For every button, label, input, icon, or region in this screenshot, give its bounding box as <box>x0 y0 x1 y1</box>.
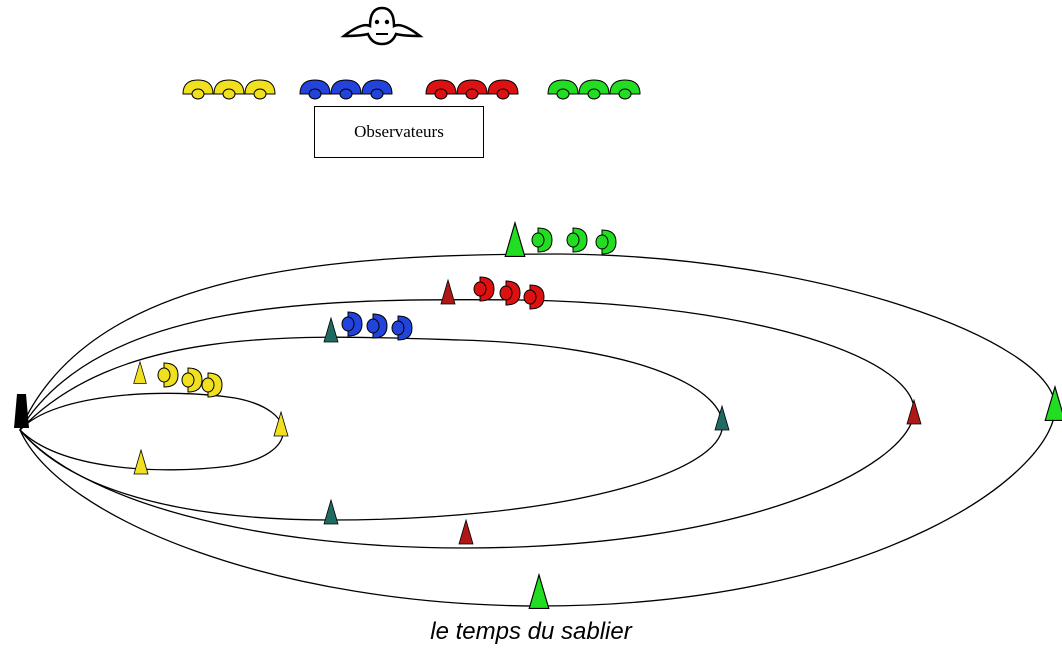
observer-row <box>182 79 641 100</box>
orbit-blue <box>19 336 724 521</box>
traveler-green-icon <box>566 227 588 253</box>
traveler-green-icon <box>531 227 553 253</box>
observer-yellow-icon <box>182 79 214 100</box>
observer-yellow-icon <box>213 79 245 100</box>
observer-blue-icon <box>361 79 393 100</box>
traveler-red-icon <box>499 280 521 306</box>
observer-green-icon <box>609 79 641 100</box>
observers-label: Observateurs <box>314 106 484 158</box>
traveler-yellow-icon <box>201 372 223 398</box>
observer-red-icon <box>487 79 519 100</box>
hourglass-dark_red-icon <box>440 279 456 305</box>
traveler-red-icon <box>473 276 495 302</box>
orbit-yellow <box>19 392 284 471</box>
observer-yellow-icon <box>244 79 276 100</box>
hourglass-teal-icon <box>323 317 339 343</box>
hourglass-teal-icon <box>323 499 339 525</box>
hourglass-green-icon <box>1044 386 1062 421</box>
hourglass-green-icon <box>528 574 550 609</box>
hourglass-dark_red-icon <box>458 519 474 545</box>
traveler-blue-icon <box>391 315 413 341</box>
hourglass-yellow-icon <box>133 449 149 475</box>
figure-caption: le temps du sablier <box>430 618 632 645</box>
traveler-blue-icon <box>341 311 363 337</box>
hourglass-markers <box>133 222 1062 609</box>
origin-marker <box>14 394 29 428</box>
observer-green-icon <box>578 79 610 100</box>
traveler-blue-icon <box>366 313 388 339</box>
observer-chief-icon <box>340 6 424 46</box>
observer-blue-icon <box>299 79 331 100</box>
observer-red-icon <box>425 79 457 100</box>
observer-red-icon <box>456 79 488 100</box>
hourglass-green-icon <box>504 222 526 257</box>
traveler-yellow-icon <box>181 367 203 393</box>
traveler-red-icon <box>523 284 545 310</box>
traveler-green-icon <box>595 229 617 255</box>
observers-label-text: Observateurs <box>354 122 444 141</box>
hourglass-dark_red-icon <box>906 399 922 425</box>
traveler-yellow-icon <box>157 362 179 388</box>
hourglass-yellow-icon <box>133 361 147 384</box>
orbit-red <box>19 299 915 549</box>
observer-green-icon <box>547 79 579 100</box>
travelers <box>157 227 617 398</box>
observer-blue-icon <box>330 79 362 100</box>
